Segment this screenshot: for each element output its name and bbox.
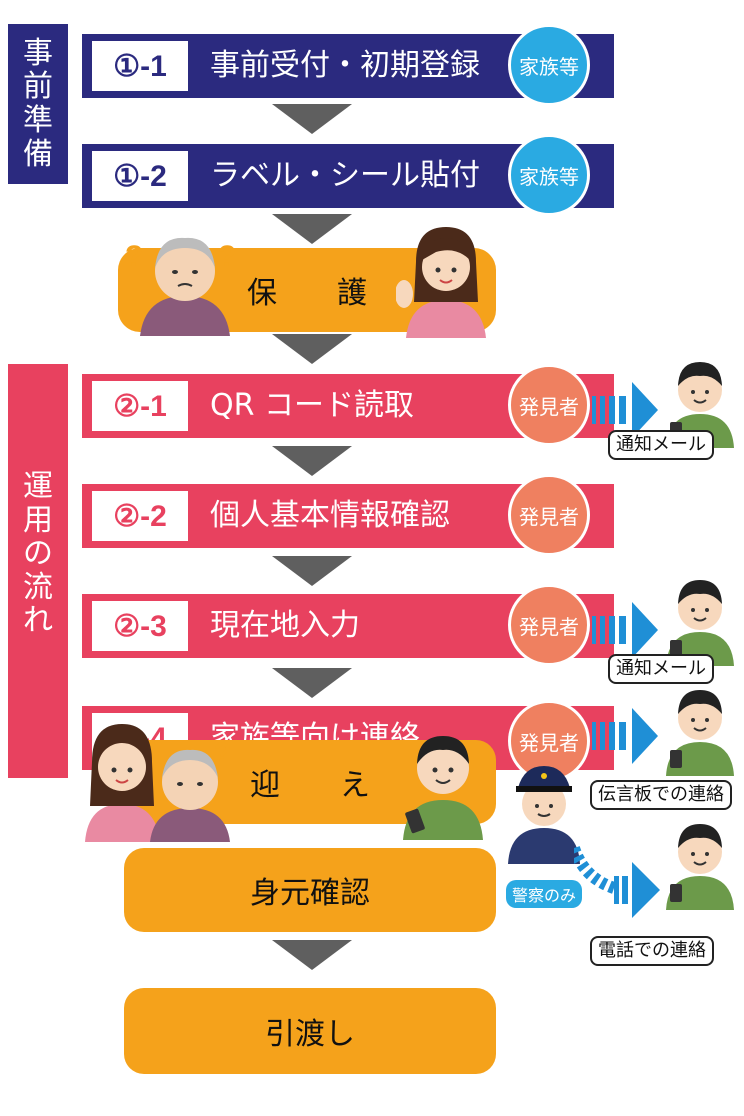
- notification-mail-label: 通知メール: [608, 430, 714, 460]
- pickup-label: 迎 え: [250, 768, 370, 803]
- woman-illustration: [396, 227, 486, 338]
- role-circle-family: 家族等: [508, 134, 590, 216]
- step-title: 現在地入力: [210, 608, 360, 643]
- svg-text:?: ?: [218, 240, 236, 273]
- flow-arrow: [272, 940, 352, 970]
- role-circle-finder: 発見者: [508, 364, 590, 446]
- man-with-phone-illustration: [403, 736, 483, 840]
- police-officer-illustration: [508, 766, 580, 864]
- handover-box: 引渡し: [124, 988, 496, 1074]
- step-number: ①-1: [92, 41, 188, 91]
- family-man-phone-illustration: [666, 824, 734, 910]
- identity-check-label: 身元確認: [250, 876, 370, 911]
- blue-arrow-icon: [592, 602, 658, 658]
- prep-sidebar-char: 前: [23, 69, 53, 105]
- flow-arrow: [272, 104, 352, 134]
- step-number: ①-2: [92, 151, 188, 201]
- family-man-phone-illustration: [666, 580, 734, 666]
- ops-sidebar-char: 流: [23, 569, 53, 605]
- blue-arrow-icon: [592, 382, 658, 438]
- flow-arrow: [272, 214, 352, 244]
- blue-arrow-icon: [592, 708, 658, 764]
- step-number: ②-3: [92, 601, 188, 651]
- prep-sidebar: 事 前 準 備: [8, 24, 68, 184]
- step-number: ②-2: [92, 491, 188, 541]
- flow-arrow: [272, 556, 352, 586]
- prep-sidebar-char: 事: [23, 35, 53, 71]
- ops-sidebar-char: 用: [23, 502, 53, 538]
- prep-sidebar-char: 準: [23, 103, 53, 138]
- phone-contact-label: 電話での連絡: [590, 936, 714, 966]
- handover-label: 引渡し: [265, 1017, 355, 1052]
- step-title: 事前受付・初期登録: [210, 48, 480, 83]
- flow-arrow: [272, 446, 352, 476]
- woman-with-elderly-illustration: ?: [85, 724, 231, 842]
- prep-sidebar-char: 備: [23, 136, 53, 172]
- step-title: QR コード読取: [210, 388, 414, 423]
- flow-arrow: [272, 668, 352, 698]
- police-only-badge: 警察のみ: [506, 880, 583, 908]
- ops-sidebar-char: れ: [23, 603, 53, 639]
- role-circle-family: 家族等: [508, 24, 590, 106]
- elderly-person-illustration: ? ?: [125, 237, 236, 336]
- family-man-phone-illustration: [666, 690, 734, 776]
- notification-mail-label: 通知メール: [608, 654, 714, 684]
- flow-arrow: [272, 334, 352, 364]
- ops-sidebar-char: 運: [23, 469, 53, 504]
- role-circle-finder: 発見者: [508, 474, 590, 556]
- message-board-label: 伝言板での連絡: [590, 780, 732, 810]
- blue-arrow-icon: [574, 845, 660, 918]
- protect-label: 保 護: [247, 276, 367, 311]
- step-number: ②-1: [92, 381, 188, 431]
- ops-sidebar-char: の: [23, 536, 53, 572]
- role-circle-finder: 発見者: [508, 584, 590, 666]
- identity-check-box: 身元確認: [124, 848, 496, 932]
- step-title: ラベル・シール貼付: [210, 158, 480, 193]
- ops-sidebar: 運 用 の 流 れ: [8, 364, 68, 778]
- step-title: 個人基本情報確認: [210, 498, 450, 533]
- svg-text:?: ?: [125, 240, 143, 273]
- svg-text:?: ?: [214, 737, 231, 768]
